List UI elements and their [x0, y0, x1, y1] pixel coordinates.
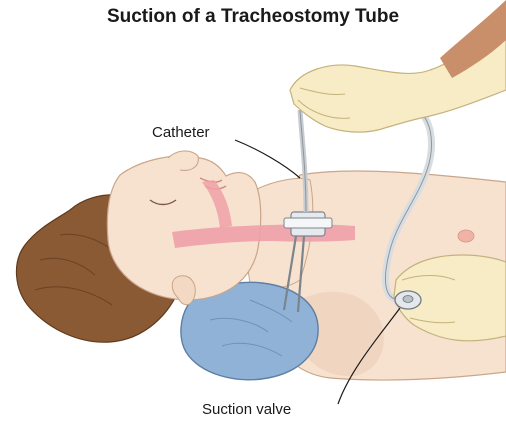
- catheter-label: Catheter: [152, 124, 210, 141]
- catheter-leader-line: [235, 140, 300, 178]
- trach-flange: [284, 218, 332, 228]
- chest-nipple: [458, 230, 474, 242]
- suction-valve-port: [403, 296, 413, 303]
- suction-valve-label: Suction valve: [202, 401, 291, 418]
- patient-ear: [172, 276, 195, 305]
